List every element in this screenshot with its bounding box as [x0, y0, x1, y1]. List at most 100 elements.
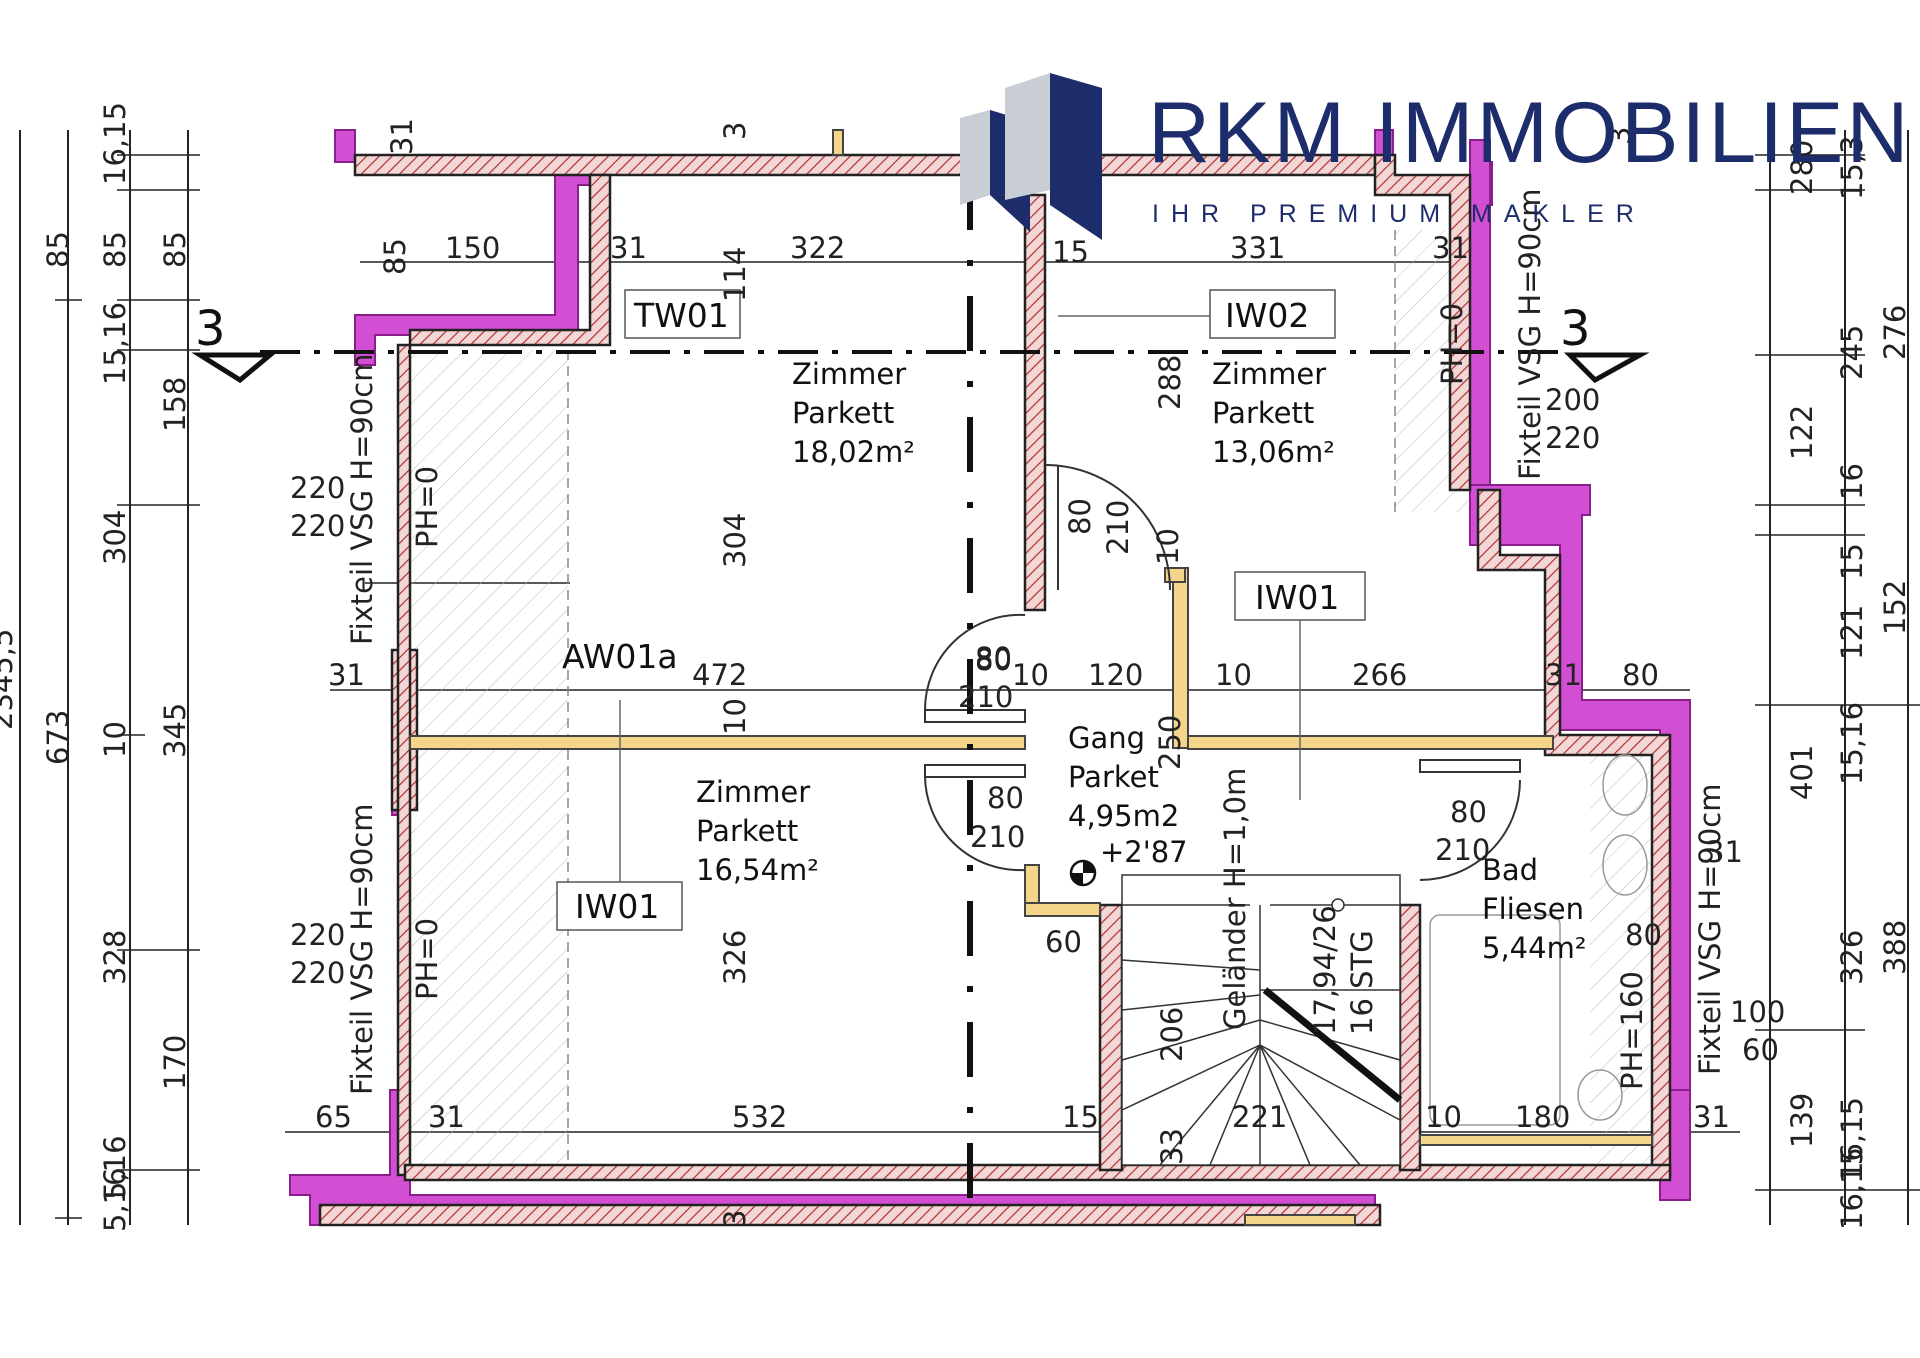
svg-text:80: 80	[975, 643, 1012, 677]
window-note: Fixteil VSG H=90cm	[1693, 784, 1727, 1075]
svg-text:80: 80	[987, 781, 1024, 815]
svg-text:31: 31	[1693, 1100, 1730, 1134]
svg-text:3: 3	[718, 122, 752, 140]
svg-text:180: 180	[1515, 1100, 1570, 1134]
svg-text:120: 120	[1088, 658, 1143, 692]
svg-text:331: 331	[1230, 231, 1285, 265]
section-mark-left: 3	[195, 301, 226, 357]
svg-text:80: 80	[1625, 918, 1662, 952]
sill-note: PH=0	[1435, 303, 1469, 385]
svg-text:3: 3	[718, 1210, 752, 1228]
svg-text:33: 33	[1155, 1128, 1189, 1165]
svg-text:10: 10	[1151, 528, 1185, 565]
room-area: 13,06m²	[1212, 435, 1335, 469]
room-floor: Parket	[1068, 760, 1159, 794]
stair-width: 206	[1155, 1007, 1189, 1062]
svg-text:31: 31	[1706, 835, 1743, 869]
dims-right: 280 122 401 139 15,3 245 16 15 121 15,16…	[1785, 135, 1912, 1230]
svg-text:220: 220	[290, 956, 345, 990]
svg-text:158: 158	[158, 377, 192, 432]
svg-text:15: 15	[1062, 1100, 1099, 1134]
svg-text:220: 220	[290, 471, 345, 505]
svg-text:139: 139	[1785, 1093, 1819, 1148]
window-notes: Fixteil VSG H=90cm Fixteil VSG H=90cm Fi…	[345, 189, 1727, 1095]
svg-text:288: 288	[1153, 355, 1187, 410]
misc-dims: 304 326 288 250 10 10 60 33 31 31 80 3 3…	[385, 118, 1743, 1228]
svg-text:673: 673	[41, 710, 75, 765]
svg-text:388: 388	[1878, 920, 1912, 975]
svg-text:304: 304	[98, 510, 132, 565]
logo-mark	[1050, 73, 1102, 240]
svg-text:85: 85	[98, 231, 132, 268]
section-cut-line: 3 3	[191, 301, 1650, 384]
room-area: 5,44m²	[1482, 931, 1586, 965]
svg-text:401: 401	[1785, 745, 1819, 800]
svg-text:85: 85	[378, 238, 412, 275]
svg-text:10: 10	[98, 721, 132, 758]
svg-text:60: 60	[1045, 925, 1082, 959]
room-bad: Bad Fliesen 5,44m²	[1482, 853, 1586, 965]
svg-text:10: 10	[1215, 658, 1252, 692]
svg-text:326: 326	[718, 930, 752, 985]
room-area: 4,95m2	[1068, 799, 1179, 833]
svg-text:10: 10	[718, 698, 752, 735]
room-name: Zimmer	[696, 775, 810, 809]
sill-note: PH=0	[410, 466, 444, 548]
right-dimension-chains	[1755, 130, 1920, 1225]
svg-text:3: 3	[1603, 127, 1637, 145]
svg-text:16: 16	[1835, 463, 1869, 500]
svg-text:85: 85	[158, 231, 192, 268]
window-note: Fixteil VSG H=90cm	[1513, 189, 1547, 480]
room-floor: Parkett	[1212, 396, 1314, 430]
svg-text:15,3: 15,3	[1835, 135, 1869, 200]
sill-note: PH=160	[1615, 971, 1649, 1090]
svg-text:122: 122	[1785, 405, 1819, 460]
dims-top: 85 150 31 114 322 15 331 31	[378, 231, 1469, 302]
svg-text:31: 31	[1545, 658, 1582, 692]
wall-tag: AW01a	[562, 637, 678, 676]
room-area: 16,54m²	[696, 853, 819, 887]
svg-text:210: 210	[1101, 500, 1135, 555]
svg-text:85: 85	[41, 231, 75, 268]
sill-note: PH=0	[410, 918, 444, 1000]
window-note: Fixteil VSG H=90cm	[345, 354, 379, 645]
svg-text:328: 328	[98, 930, 132, 985]
left-dimension-chains	[19, 130, 200, 1225]
staircase	[1121, 874, 1403, 1166]
room-name: Zimmer	[1212, 357, 1326, 391]
door-swings	[923, 464, 1521, 881]
svg-text:200: 200	[1545, 383, 1600, 417]
wall-tag: IW02	[1225, 296, 1309, 335]
room-zimmer-1: Zimmer Parkett 18,02m²	[792, 357, 915, 469]
window-dims: 220 220 220 220 200 220 100 60	[290, 383, 1785, 1067]
room-zimmer-2: Zimmer Parkett 13,06m²	[1212, 357, 1335, 469]
wall-tag: IW01	[1255, 578, 1339, 617]
room-labels: Zimmer Parkett 18,02m² Zimmer Parkett 13…	[696, 357, 1586, 965]
svg-text:10: 10	[1012, 658, 1049, 692]
svg-text:220: 220	[1545, 421, 1600, 455]
svg-text:15: 15	[1835, 543, 1869, 580]
stair-count: 16 STG	[1345, 930, 1379, 1035]
svg-text:121: 121	[1835, 605, 1869, 660]
bathroom-fixtures	[1429, 754, 1648, 1126]
svg-text:245: 245	[1835, 325, 1869, 380]
room-name: Zimmer	[792, 357, 906, 391]
section-mark-right: 3	[1560, 301, 1591, 357]
svg-text:322: 322	[790, 231, 845, 265]
svg-text:345: 345	[158, 703, 192, 758]
svg-text:150: 150	[445, 231, 500, 265]
svg-text:280: 280	[1785, 140, 1819, 195]
svg-text:80: 80	[1450, 795, 1487, 829]
room-name: Gang	[1068, 721, 1145, 755]
logo-mark	[1005, 73, 1050, 200]
svg-text:220: 220	[290, 509, 345, 543]
svg-text:100: 100	[1730, 995, 1785, 1029]
room-floor: Fliesen	[1482, 892, 1584, 926]
svg-text:16,15: 16,15	[1835, 1147, 1869, 1230]
room-area: 18,02m²	[792, 435, 915, 469]
svg-text:31: 31	[385, 118, 419, 155]
svg-text:10: 10	[1425, 1100, 1462, 1134]
svg-text:472: 472	[692, 658, 747, 692]
room-floor: Parkett	[792, 396, 894, 430]
